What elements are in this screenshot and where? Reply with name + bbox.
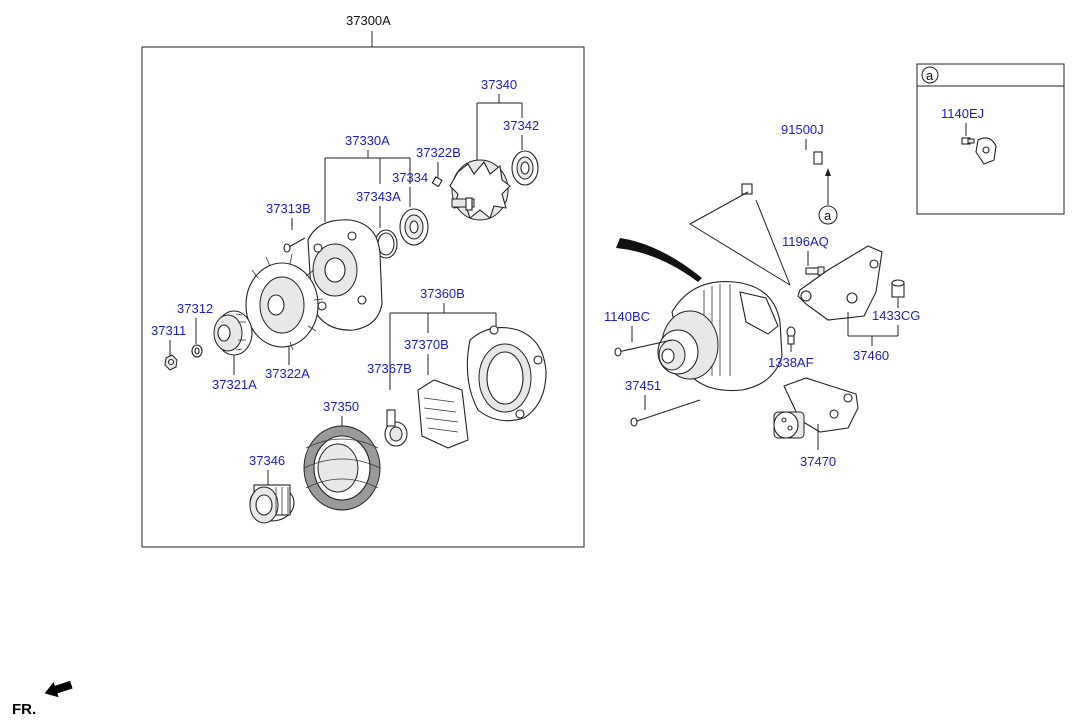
bolt-37451[interactable] [630, 399, 701, 427]
label-37350[interactable]: 37350 [323, 399, 359, 414]
label-37300A[interactable]: 37300A [346, 13, 391, 28]
label-91500J[interactable]: 91500J [781, 122, 824, 137]
alternator-assembly[interactable] [657, 281, 783, 392]
label-37342[interactable]: 37342 [503, 118, 539, 133]
pin-1338AF[interactable] [786, 326, 796, 345]
bearing-37342[interactable] [511, 150, 539, 186]
label-37360B[interactable]: 37360B [420, 286, 465, 301]
fan-37322A[interactable] [245, 253, 324, 351]
label-37370B[interactable]: 37370B [404, 337, 449, 352]
inset-header-label: a [926, 68, 934, 83]
label-37460[interactable]: 37460 [853, 348, 889, 363]
pointer-arrow-icon [616, 238, 702, 282]
label-37313B[interactable]: 37313B [266, 201, 311, 216]
bolt-1196AQ[interactable] [805, 266, 825, 276]
rotor-part[interactable] [449, 159, 511, 221]
front-direction-arrow-icon [44, 680, 73, 698]
label-1196AQ[interactable]: 1196AQ [782, 234, 829, 249]
label-37340[interactable]: 37340 [481, 77, 517, 92]
label-37451[interactable]: 37451 [625, 378, 661, 393]
label-37343A[interactable]: 37343A [356, 189, 401, 204]
bushing-1433CG[interactable] [891, 279, 905, 298]
inset-panel [916, 63, 1065, 215]
ring-37343A[interactable] [374, 229, 398, 259]
clip-1140EJ[interactable] [961, 137, 997, 165]
label-37470[interactable]: 37470 [800, 454, 836, 469]
label-37330A[interactable]: 37330A [345, 133, 390, 148]
label-37334[interactable]: 37334 [392, 170, 428, 185]
label-37312[interactable]: 37312 [177, 301, 213, 316]
label-1338AF[interactable]: 1338AF [768, 355, 814, 370]
rear-housing[interactable] [466, 325, 547, 422]
label-37321A[interactable]: 37321A [212, 377, 257, 392]
label-1433CG[interactable]: 1433CG [872, 308, 920, 323]
washer-37312[interactable] [191, 344, 203, 358]
label-37322B[interactable]: 37322B [416, 145, 461, 160]
pin-37322B[interactable] [431, 176, 443, 188]
label-1140BC[interactable]: 1140BC [604, 309, 650, 324]
bracket-37460[interactable] [797, 245, 883, 321]
direction-label: FR. [12, 701, 36, 718]
assembly-frame [141, 46, 585, 548]
bearing-37334[interactable] [399, 208, 429, 246]
nut-37311[interactable] [164, 354, 178, 371]
callout-a-label: a [824, 208, 832, 223]
label-37322A[interactable]: 37322A [265, 366, 310, 381]
rectifier-37370B[interactable] [417, 379, 469, 449]
stator-37350[interactable] [303, 425, 381, 511]
bolt-1140BC[interactable] [614, 339, 673, 357]
pulley-37346[interactable] [249, 484, 295, 524]
front-housing[interactable] [307, 219, 383, 331]
label-37311[interactable]: 37311 [151, 323, 186, 338]
brush-holder-37367B[interactable] [384, 409, 408, 447]
label-1140EJ[interactable]: 1140EJ [941, 106, 984, 121]
bracket-37470[interactable] [773, 377, 859, 439]
pulley-37321A[interactable] [213, 310, 253, 356]
bolt-37313B[interactable] [283, 237, 306, 253]
arrow-icon [825, 168, 831, 176]
label-37367B[interactable]: 37367B [367, 361, 412, 376]
label-37346[interactable]: 37346 [249, 453, 285, 468]
callout-a[interactable] [818, 205, 838, 225]
vacuum-hose-91500J[interactable] [741, 151, 875, 195]
